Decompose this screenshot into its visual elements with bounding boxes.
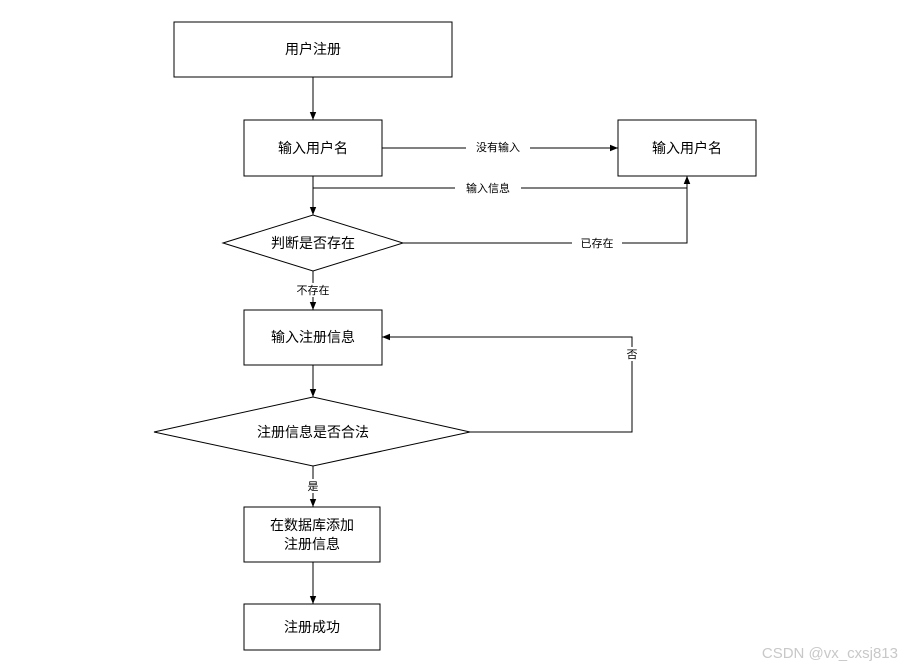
node-db-add: 在数据库添加 注册信息 xyxy=(243,506,381,563)
decision-check-valid: 注册信息是否合法 xyxy=(153,396,471,467)
edge-yes-label: 是 xyxy=(308,480,319,493)
node-input-username: 输入用户名 xyxy=(243,119,383,177)
edge-not-exists-label: 不存在 xyxy=(297,283,330,297)
edge-already-exists xyxy=(403,176,691,244)
edge-no-input-label-bg xyxy=(466,140,530,154)
node-success-label: 注册成功 xyxy=(284,620,340,636)
node-input-reg-info: 输入注册信息 xyxy=(243,309,383,366)
node-success: 注册成功 xyxy=(243,603,381,651)
edge-not-exists-label-bg xyxy=(287,283,339,297)
edge-already-exists-label-bg xyxy=(572,236,622,250)
decision-check-valid-label: 注册信息是否合法 xyxy=(257,424,369,441)
edge-yes-label-bg xyxy=(304,479,322,493)
edge-no xyxy=(382,333,633,433)
node-db-add-line2: 注册信息 xyxy=(284,536,340,553)
edge-already-exists-label: 已存在 xyxy=(581,236,614,250)
node-input-username-label: 输入用户名 xyxy=(278,140,348,157)
node-start-label: 用户注册 xyxy=(285,41,341,58)
edge-no-label-bg xyxy=(624,347,640,361)
decision-check-exists-label: 判断是否存在 xyxy=(271,236,355,252)
node-db-add-line1: 在数据库添加 xyxy=(270,518,354,534)
decision-check-exists: 判断是否存在 xyxy=(221,214,405,272)
csdn-watermark: CSDN @vx_cxsj813 xyxy=(762,645,898,662)
edge-input-info-label: 输入信息 xyxy=(466,181,510,195)
node-input-reg-info-label: 输入注册信息 xyxy=(271,329,355,346)
edge-no-label: 否 xyxy=(627,348,638,361)
node-input-username-right: 输入用户名 xyxy=(617,119,757,177)
node-start: 用户注册 xyxy=(173,21,453,78)
edge-no-input-label: 没有输入 xyxy=(476,140,520,154)
edge-input-info-label-bg xyxy=(455,181,521,195)
node-input-username-right-label: 输入用户名 xyxy=(652,140,722,157)
